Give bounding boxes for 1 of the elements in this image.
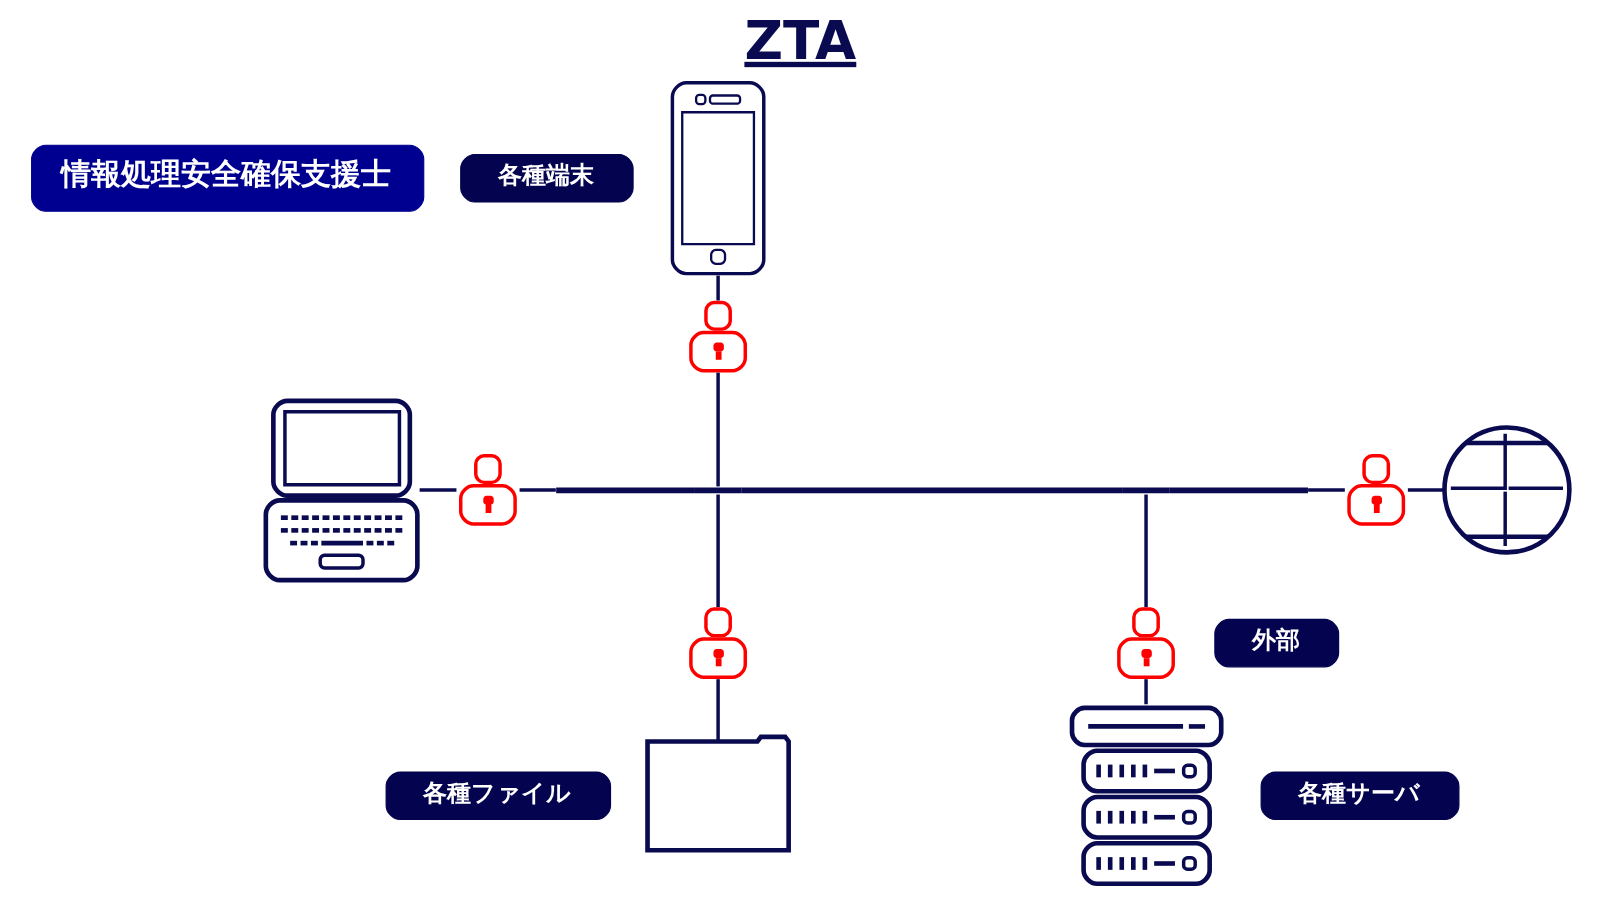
diagram-title: ZTA — [743, 9, 856, 72]
